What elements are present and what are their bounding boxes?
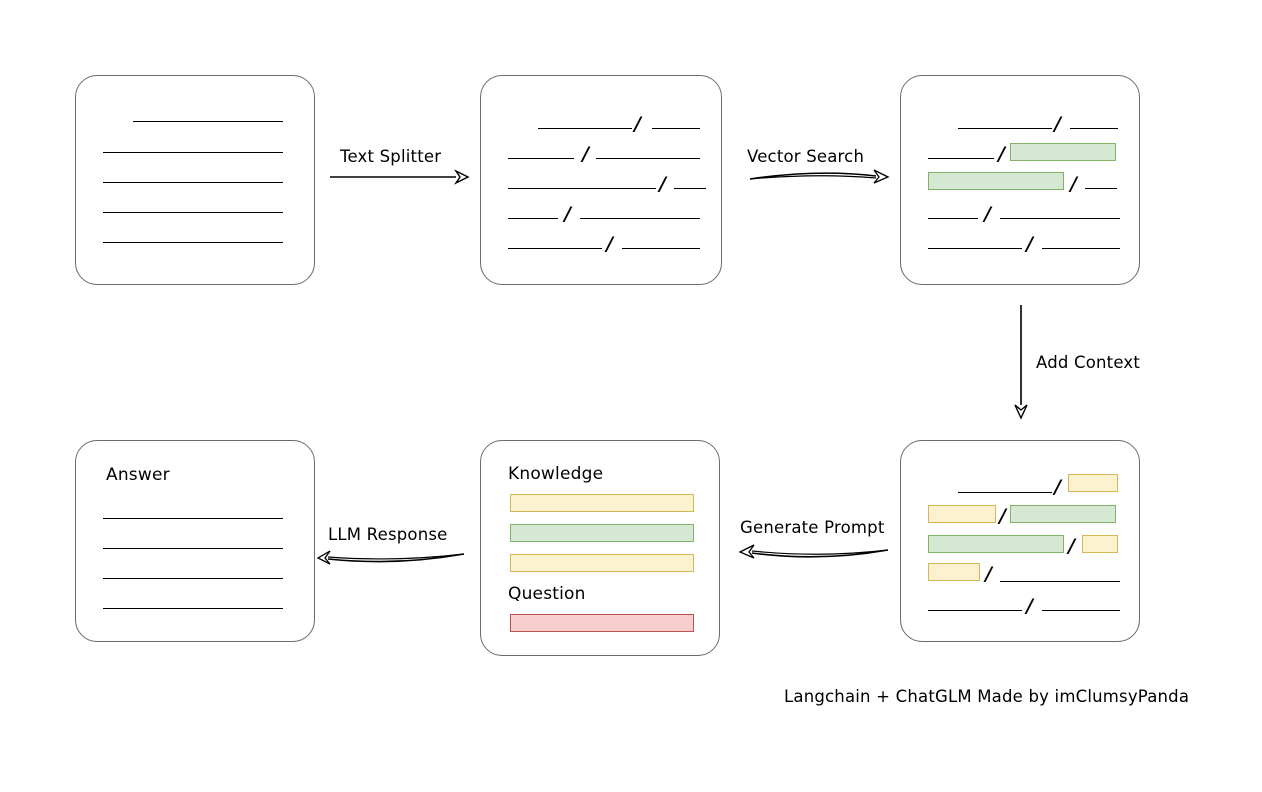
edge-arrow-llm-response: [316, 550, 465, 565]
text-line: [596, 158, 700, 159]
knowledge-bar-green[interactable]: [510, 524, 694, 542]
slash-separator: /: [998, 143, 1005, 165]
slash-separator: /: [1070, 173, 1077, 195]
text-line: [928, 610, 1022, 611]
prompt-knowledge-heading: Knowledge: [508, 464, 604, 484]
edge-arrow-text-splitter: [330, 169, 470, 185]
slash-separator: /: [564, 203, 571, 225]
knowledge-bar-yellow[interactable]: [510, 554, 694, 572]
slash-separator: /: [1026, 233, 1033, 255]
text-line: [958, 128, 1052, 129]
slash-separator: /: [1054, 113, 1061, 135]
answer-heading: Answer: [106, 465, 170, 485]
diagram-caption: Langchain + ChatGLM Made by imClumsyPand…: [784, 687, 1190, 706]
text-line: [1000, 218, 1120, 219]
text-line: [103, 152, 283, 153]
chunk-chip-yellow[interactable]: [928, 505, 996, 523]
text-line: [103, 518, 283, 519]
text-line: [508, 218, 558, 219]
slash-separator: /: [634, 113, 641, 135]
text-line: [103, 548, 283, 549]
slash-separator: /: [984, 203, 991, 225]
text-line: [1070, 128, 1118, 129]
text-line: [1000, 581, 1120, 582]
chunk-chip-green[interactable]: [928, 535, 1064, 553]
text-line: [928, 248, 1022, 249]
node-source-document[interactable]: [75, 75, 315, 285]
edge-label-add-context: Add Context: [1036, 353, 1141, 372]
slash-separator: /: [1068, 535, 1075, 557]
text-line: [1085, 188, 1117, 189]
edge-label-llm-response: LLM Response: [328, 525, 448, 544]
text-line: [674, 188, 706, 189]
chunk-chip-green[interactable]: [1010, 505, 1116, 523]
slash-separator: /: [1054, 476, 1061, 498]
text-line: [652, 128, 700, 129]
text-line: [622, 248, 700, 249]
slash-separator: /: [985, 563, 992, 585]
edge-label-text-splitter: Text Splitter: [340, 147, 442, 166]
text-line: [103, 182, 283, 183]
text-line: [958, 492, 1052, 493]
chunk-chip-yellow[interactable]: [1082, 535, 1118, 553]
text-line: [133, 121, 283, 122]
slash-separator: /: [606, 233, 613, 255]
text-line: [508, 158, 574, 159]
text-line: [580, 218, 700, 219]
edge-arrow-add-context: [1014, 305, 1028, 420]
text-line: [508, 188, 656, 189]
chunk-chip-yellow[interactable]: [1068, 474, 1118, 492]
text-line: [103, 578, 283, 579]
slash-separator: /: [999, 505, 1006, 527]
edge-arrow-vector-search: [749, 169, 890, 184]
text-line: [103, 608, 283, 609]
question-bar-red[interactable]: [510, 614, 694, 632]
text-line: [538, 128, 632, 129]
text-line: [928, 218, 978, 219]
edge-label-vector-search: Vector Search: [747, 147, 865, 166]
text-line: [928, 158, 994, 159]
text-line: [103, 242, 283, 243]
text-line: [103, 212, 283, 213]
edge-label-generate-prompt: Generate Prompt: [740, 518, 885, 537]
text-line: [1042, 248, 1120, 249]
prompt-question-heading: Question: [508, 584, 586, 604]
text-line: [1042, 610, 1120, 611]
chunk-chip-green[interactable]: [1010, 143, 1116, 161]
knowledge-bar-yellow[interactable]: [510, 494, 694, 512]
node-split-chunks[interactable]: [480, 75, 722, 285]
edge-arrow-generate-prompt: [738, 544, 889, 559]
chunk-chip-green[interactable]: [928, 172, 1064, 190]
text-line: [508, 248, 602, 249]
chunk-chip-yellow[interactable]: [928, 563, 980, 581]
slash-separator: /: [659, 173, 666, 195]
slash-separator: /: [582, 143, 589, 165]
slash-separator: /: [1026, 595, 1033, 617]
